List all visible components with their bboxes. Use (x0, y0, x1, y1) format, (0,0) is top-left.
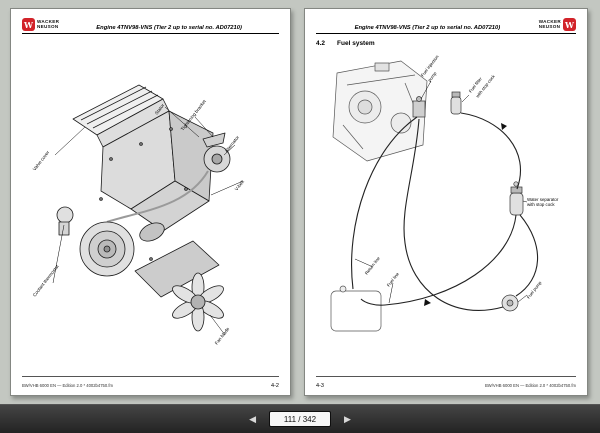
fuel-tank (330, 290, 382, 332)
brand-name: WACKER NEUSON (37, 18, 60, 30)
next-page-button[interactable]: ▶ (339, 413, 356, 426)
brand-line2: NEUSON (37, 23, 59, 29)
brand-line1: WACKER (37, 18, 60, 24)
label-coolant-thermostat: Coolant thermostat (32, 263, 60, 297)
label-fuel-line: Fuel line (386, 271, 401, 288)
viewer-toolbar: ◀ 111 / 342 ▶ (0, 404, 600, 433)
label-fuel-pump: Fuel pump (526, 280, 543, 300)
page-number: 4-2 (271, 383, 279, 389)
label-alternator: Alternator (224, 134, 240, 153)
page-header: W WACKER NEUSON Engine 4TNV98-VNS (Tier … (22, 16, 279, 34)
brand-line2: NEUSON (538, 23, 561, 29)
label-stator: Stator (154, 103, 166, 116)
manual-page-right: Engine 4TNV98-VNS (Tier 2 up to serial n… (304, 8, 588, 396)
engine-sketch (332, 60, 428, 162)
header-title: Engine 4TNV98-VNS (Tier 2 up to serial n… (354, 24, 501, 31)
manual-page-left: W WACKER NEUSON Engine 4TNV98-VNS (Tier … (10, 8, 291, 396)
label-fan-blade: Fan blade (214, 326, 231, 346)
header-title: Engine 4TNV98-VNS (Tier 2 up to serial n… (96, 24, 242, 31)
page-header: Engine 4TNV98-VNS (Tier 2 up to serial n… (316, 16, 576, 34)
fuel-lines (351, 112, 539, 311)
section-heading: 4.2 Fuel system (316, 40, 375, 47)
page-indicator[interactable]: 111 / 342 (269, 411, 331, 427)
label-fuel-injection-pump-2: pump (427, 70, 438, 82)
section-title: Fuel system (337, 40, 375, 47)
fuel-components (330, 91, 524, 332)
footer-rule (22, 376, 279, 377)
wacker-neuson-mark-icon: W (563, 18, 576, 31)
leader-lines (354, 80, 528, 304)
engine-drawing (56, 84, 231, 332)
label-water-separator-2: with stop cock (527, 202, 555, 207)
fuel-system-diagram: Fuel injection pump Fuel filter with sto… (330, 54, 559, 332)
brand-name: WACKER NEUSON (538, 18, 561, 30)
label-water-separator: Water separator (527, 197, 559, 202)
wacker-neuson-mark-icon: W (22, 18, 35, 31)
footer-note: BW/VHB 6000 EN — Edition 2.0 * 4002b4750… (22, 383, 114, 388)
fuel-filter (450, 96, 462, 115)
wacker-neuson-logo: W WACKER NEUSON (22, 18, 59, 31)
label-return-line: Return line (364, 255, 381, 275)
fuel-injection-pump (412, 100, 426, 118)
section-number: 4.2 (316, 40, 326, 47)
engine-diagram: Valve cover Stator Tightening bracket Al… (32, 84, 246, 346)
label-valve-cover: Valve cover (32, 150, 51, 172)
wacker-neuson-logo: WACKER NEUSON W (539, 18, 576, 31)
footer-note: BW/VHB 6000 EN — Edition 2.0 * 4002b4750… (484, 383, 576, 388)
footer-rule (316, 376, 576, 377)
water-separator (509, 192, 524, 216)
label-v-belt: V-belt (234, 179, 246, 192)
brand-line1: WACKER (538, 18, 561, 24)
page-number: 4-3 (316, 383, 324, 389)
prev-page-button[interactable]: ◀ (244, 413, 261, 426)
flow-arrows (424, 123, 507, 306)
fan (172, 272, 224, 332)
leader-lines (52, 106, 244, 336)
